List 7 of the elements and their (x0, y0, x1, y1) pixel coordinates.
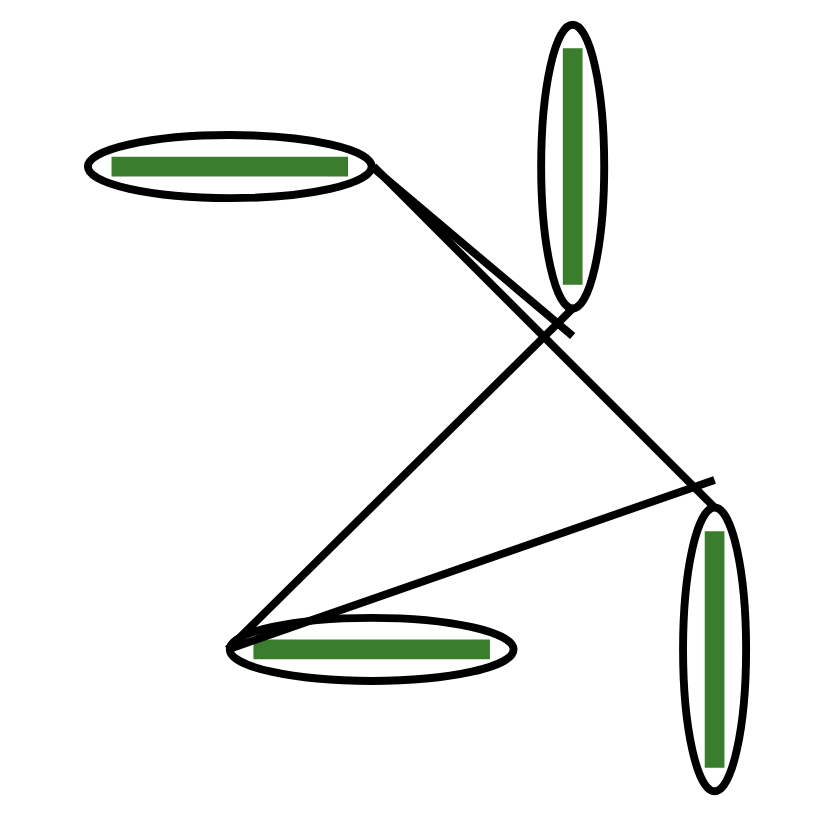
connector (224, 305, 575, 653)
node-ellipse (536, 20, 608, 313)
connector (369, 163, 717, 511)
node-ellipse (678, 503, 750, 796)
node-ellipse (224, 613, 517, 685)
connector (368, 163, 575, 340)
node-ellipse (82, 131, 375, 203)
